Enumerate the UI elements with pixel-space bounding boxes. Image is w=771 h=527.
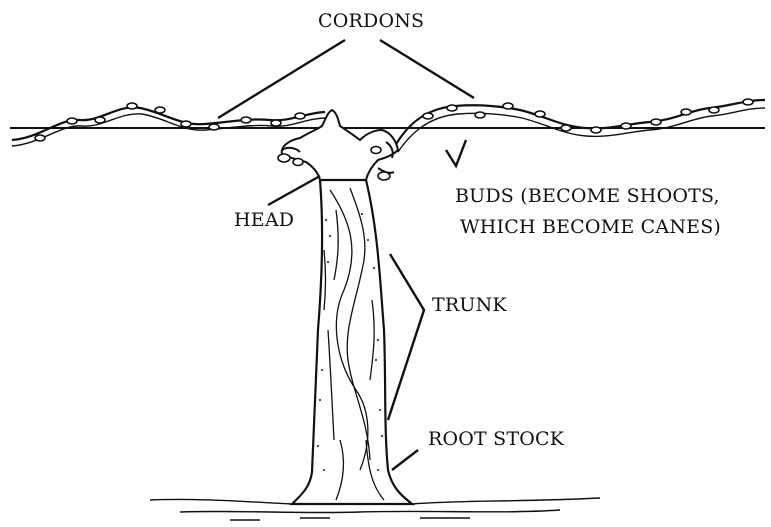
trunk-bracket	[388, 254, 424, 420]
cordons-leader-right	[380, 40, 474, 98]
head-leader	[268, 176, 320, 205]
vine-head	[282, 110, 398, 180]
cordons-leader-left	[218, 40, 345, 118]
vine-trunk	[292, 180, 412, 504]
cordons-label: CORDONS	[318, 12, 424, 31]
root-stock-leader	[392, 450, 418, 470]
buds-label-line2: WHICH BECOME CANES)	[460, 218, 721, 237]
trunk-label: TRUNK	[432, 296, 507, 315]
left-cordon	[12, 107, 326, 146]
buds-leader	[446, 140, 466, 166]
head-label: HEAD	[234, 211, 294, 230]
root-stock-label: ROOT STOCK	[428, 430, 564, 449]
buds-label-line1: BUDS (BECOME SHOOTS,	[455, 187, 720, 206]
